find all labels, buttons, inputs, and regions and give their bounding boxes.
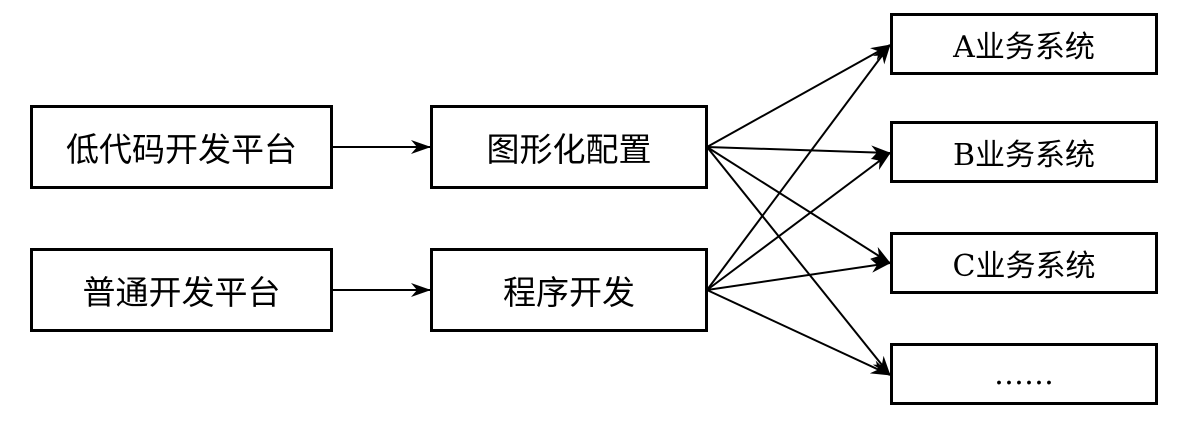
box-system-a: A业务系统 <box>890 13 1158 75</box>
arrow-programming-to-a <box>706 44 891 291</box>
box-normal-platform: 普通开发平台 <box>30 248 333 332</box>
arrow-programming-to-b <box>706 152 891 291</box>
arrow-graphical-to-more <box>706 146 891 376</box>
box-low-code-platform: 低代码开发平台 <box>30 105 333 189</box>
arrow-graphical-to-a <box>706 44 891 148</box>
box-system-b: B业务系统 <box>890 121 1158 183</box>
box-system-more: …… <box>890 343 1158 405</box>
arrow-graphical-to-b <box>706 145 891 160</box>
box-system-c: C业务系统 <box>890 232 1158 294</box>
box-programming: 程序开发 <box>430 248 708 332</box>
box-graphical-config: 图形化配置 <box>430 105 708 189</box>
arrow-programming-to-c <box>706 258 891 291</box>
arrow-programming-to-more <box>706 289 891 376</box>
arrow-graphical-to-c <box>706 146 891 264</box>
